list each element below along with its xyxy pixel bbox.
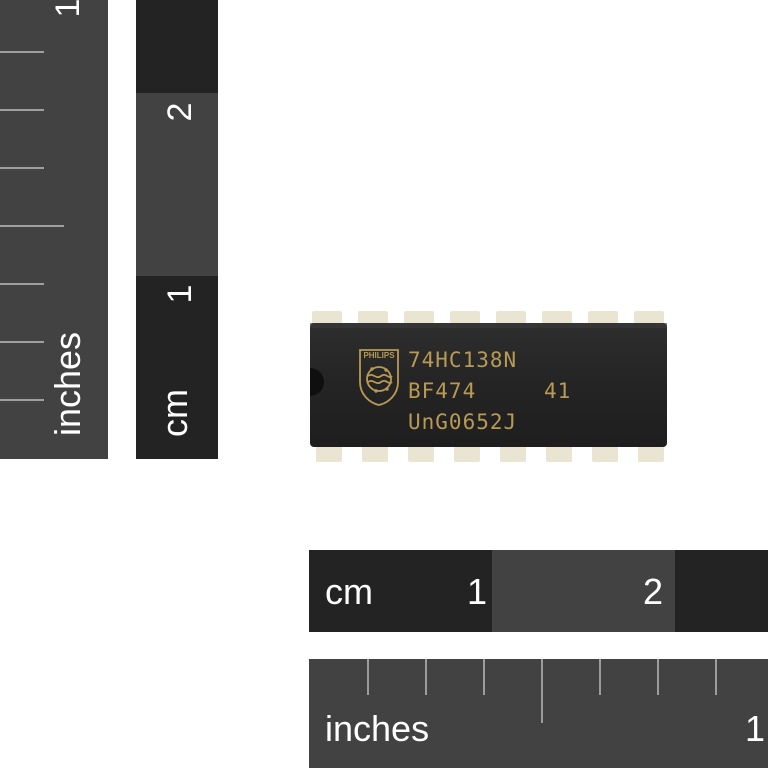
ic-pin [358,311,388,325]
ic-pin [404,311,434,325]
vertical-cm-ruler: 2 1 cm [136,0,218,459]
philips-logo-icon [359,349,399,406]
ic-pin [542,311,572,325]
ic-pin [634,311,664,325]
ic-pin [408,444,434,462]
ic-pin [588,311,618,325]
ic-body-edge [310,323,667,328]
ic-chip: PHILIPS 74HC138N BF474 41 UnG0652J [300,300,680,470]
vertical-inch-number: 1 [49,0,87,18]
ic-pin [546,444,572,462]
horizontal-cm-unit-label: cm [325,571,373,612]
ic-body [310,323,667,447]
vertical-inch-ticks [0,51,64,401]
horizontal-inch-number: 1 [745,708,766,749]
ic-pin [362,444,388,462]
notch-icon [310,368,324,396]
ic-pin [592,444,618,462]
horizontal-cm-label-1: 1 [467,571,488,612]
ic-pin [450,311,480,325]
chip-marking-line3: UnG0652J [408,410,518,434]
ic-pin [454,444,480,462]
ic-pin [500,444,526,462]
horizontal-inch-unit-label: inches [325,708,430,749]
ic-pin [312,311,342,325]
chip-marking-line2-left: BF474 [408,379,477,403]
ic-pin [496,311,526,325]
vertical-cm-unit-label: cm [154,389,195,437]
philips-logo-text: PHILIPS [363,351,395,360]
vertical-cm-segment-2 [136,93,218,276]
horizontal-cm-segment-2 [492,550,675,632]
ic-pin [316,444,342,462]
vertical-cm-label-2: 2 [161,102,199,122]
bottom-pins [316,444,664,462]
ic-chip-graphic: PHILIPS [310,311,667,462]
horizontal-inch-ticks [367,659,717,723]
vertical-cm-label-1: 1 [161,284,199,304]
chip-marking-line2-right: 41 [544,379,572,403]
top-pins [312,311,664,325]
chip-marking-line1: 74HC138N [408,348,518,372]
horizontal-cm-label-2: 2 [643,571,664,612]
horizontal-cm-ruler: cm 1 2 [309,550,768,632]
vertical-inch-ruler: 1 inches [0,0,108,459]
ic-pin [638,444,664,462]
vertical-inch-unit-label: inches [47,331,88,437]
horizontal-inch-ruler: inches 1 [309,659,768,768]
